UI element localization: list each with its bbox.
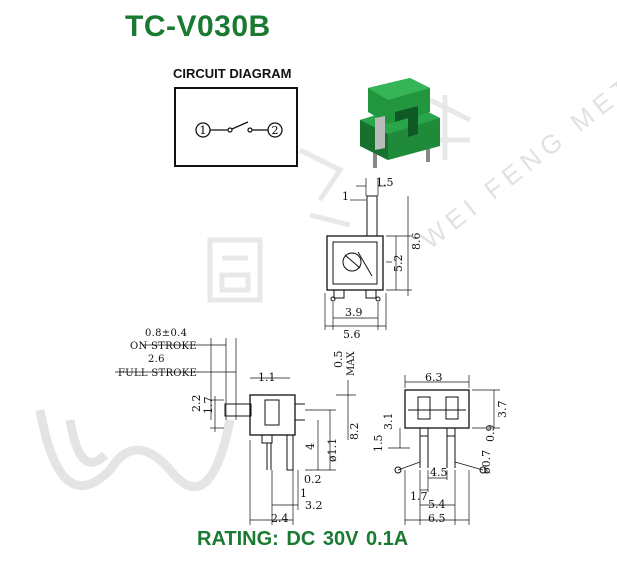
pin-1-label: 1 [200,124,207,137]
dim-side-0-2: 0.2 [304,473,322,486]
dim-side-2-6: 2.6 [148,354,165,365]
dim-side-4: 4 [304,443,317,450]
dim-side-1-7: 1.7 [202,397,215,415]
page-title: TC-V030B [125,10,271,43]
product-image [360,78,440,168]
pin-2-circle [267,122,283,138]
dim-front-6-3: 6.3 [425,371,443,384]
side-view [115,338,356,525]
dim-side-2-4: 2.4 [271,512,289,525]
switch-lever [231,121,249,130]
watermark-logo [35,409,235,492]
dim-front-3-1: 3.1 [382,413,395,431]
circuit-diagram-box: 1 2 [174,87,298,167]
dim-side-8-2: 8.2 [348,423,361,441]
dim-side-3-2: 3.2 [305,499,323,512]
watermark: WEI FENG METAL [35,44,617,492]
rating-text: RATING: DC 30V 0.1A [197,528,409,550]
dim-side-phi1-1: ø1.1 [326,438,339,462]
circuit-diagram-drawing: 1 2 [195,121,283,138]
note-full-stroke: FULL STROKE [118,368,197,379]
switch-contact-left [227,127,233,133]
dim-front-1-5: 1.5 [372,435,385,453]
dim-front-0-9: 0.9 [484,425,497,443]
dim-side-max: MAX [346,351,357,376]
watermark-glyphs [207,95,472,303]
dim-top-8-6: 8.6 [410,233,423,251]
dim-top-1: 1 [342,190,349,203]
dim-front-6-5: 6.5 [428,512,446,525]
dim-side-1-1: 1.1 [258,371,276,384]
dim-front-1-7: 1.7 [410,490,428,503]
dim-side-0-8: 0.8±0.4 [145,328,187,339]
dim-front-phi0-7: ø0.7 [480,450,493,474]
dim-side-0-5: 0.5 [332,351,345,369]
top-view [324,178,412,330]
front-view [388,375,500,525]
dim-side-1: 1 [300,487,307,500]
dim-top-1-5: 1.5 [376,176,394,189]
note-on-stroke: ON STROKE [130,341,197,352]
dim-top-5-6: 5.6 [343,328,361,341]
pin-2-label: 2 [272,124,279,137]
dim-top-5-2: 5.2 [392,255,405,273]
dim-front-4-5: 4.5 [430,466,448,479]
dim-front-5-4: 5.4 [428,498,446,511]
dim-side-2-2: 2.2 [190,395,203,413]
dim-top-3-9: 3.9 [345,306,363,319]
circuit-diagram-label: CIRCUIT DIAGRAM [173,66,292,81]
dim-front-3-7: 3.7 [496,401,509,419]
